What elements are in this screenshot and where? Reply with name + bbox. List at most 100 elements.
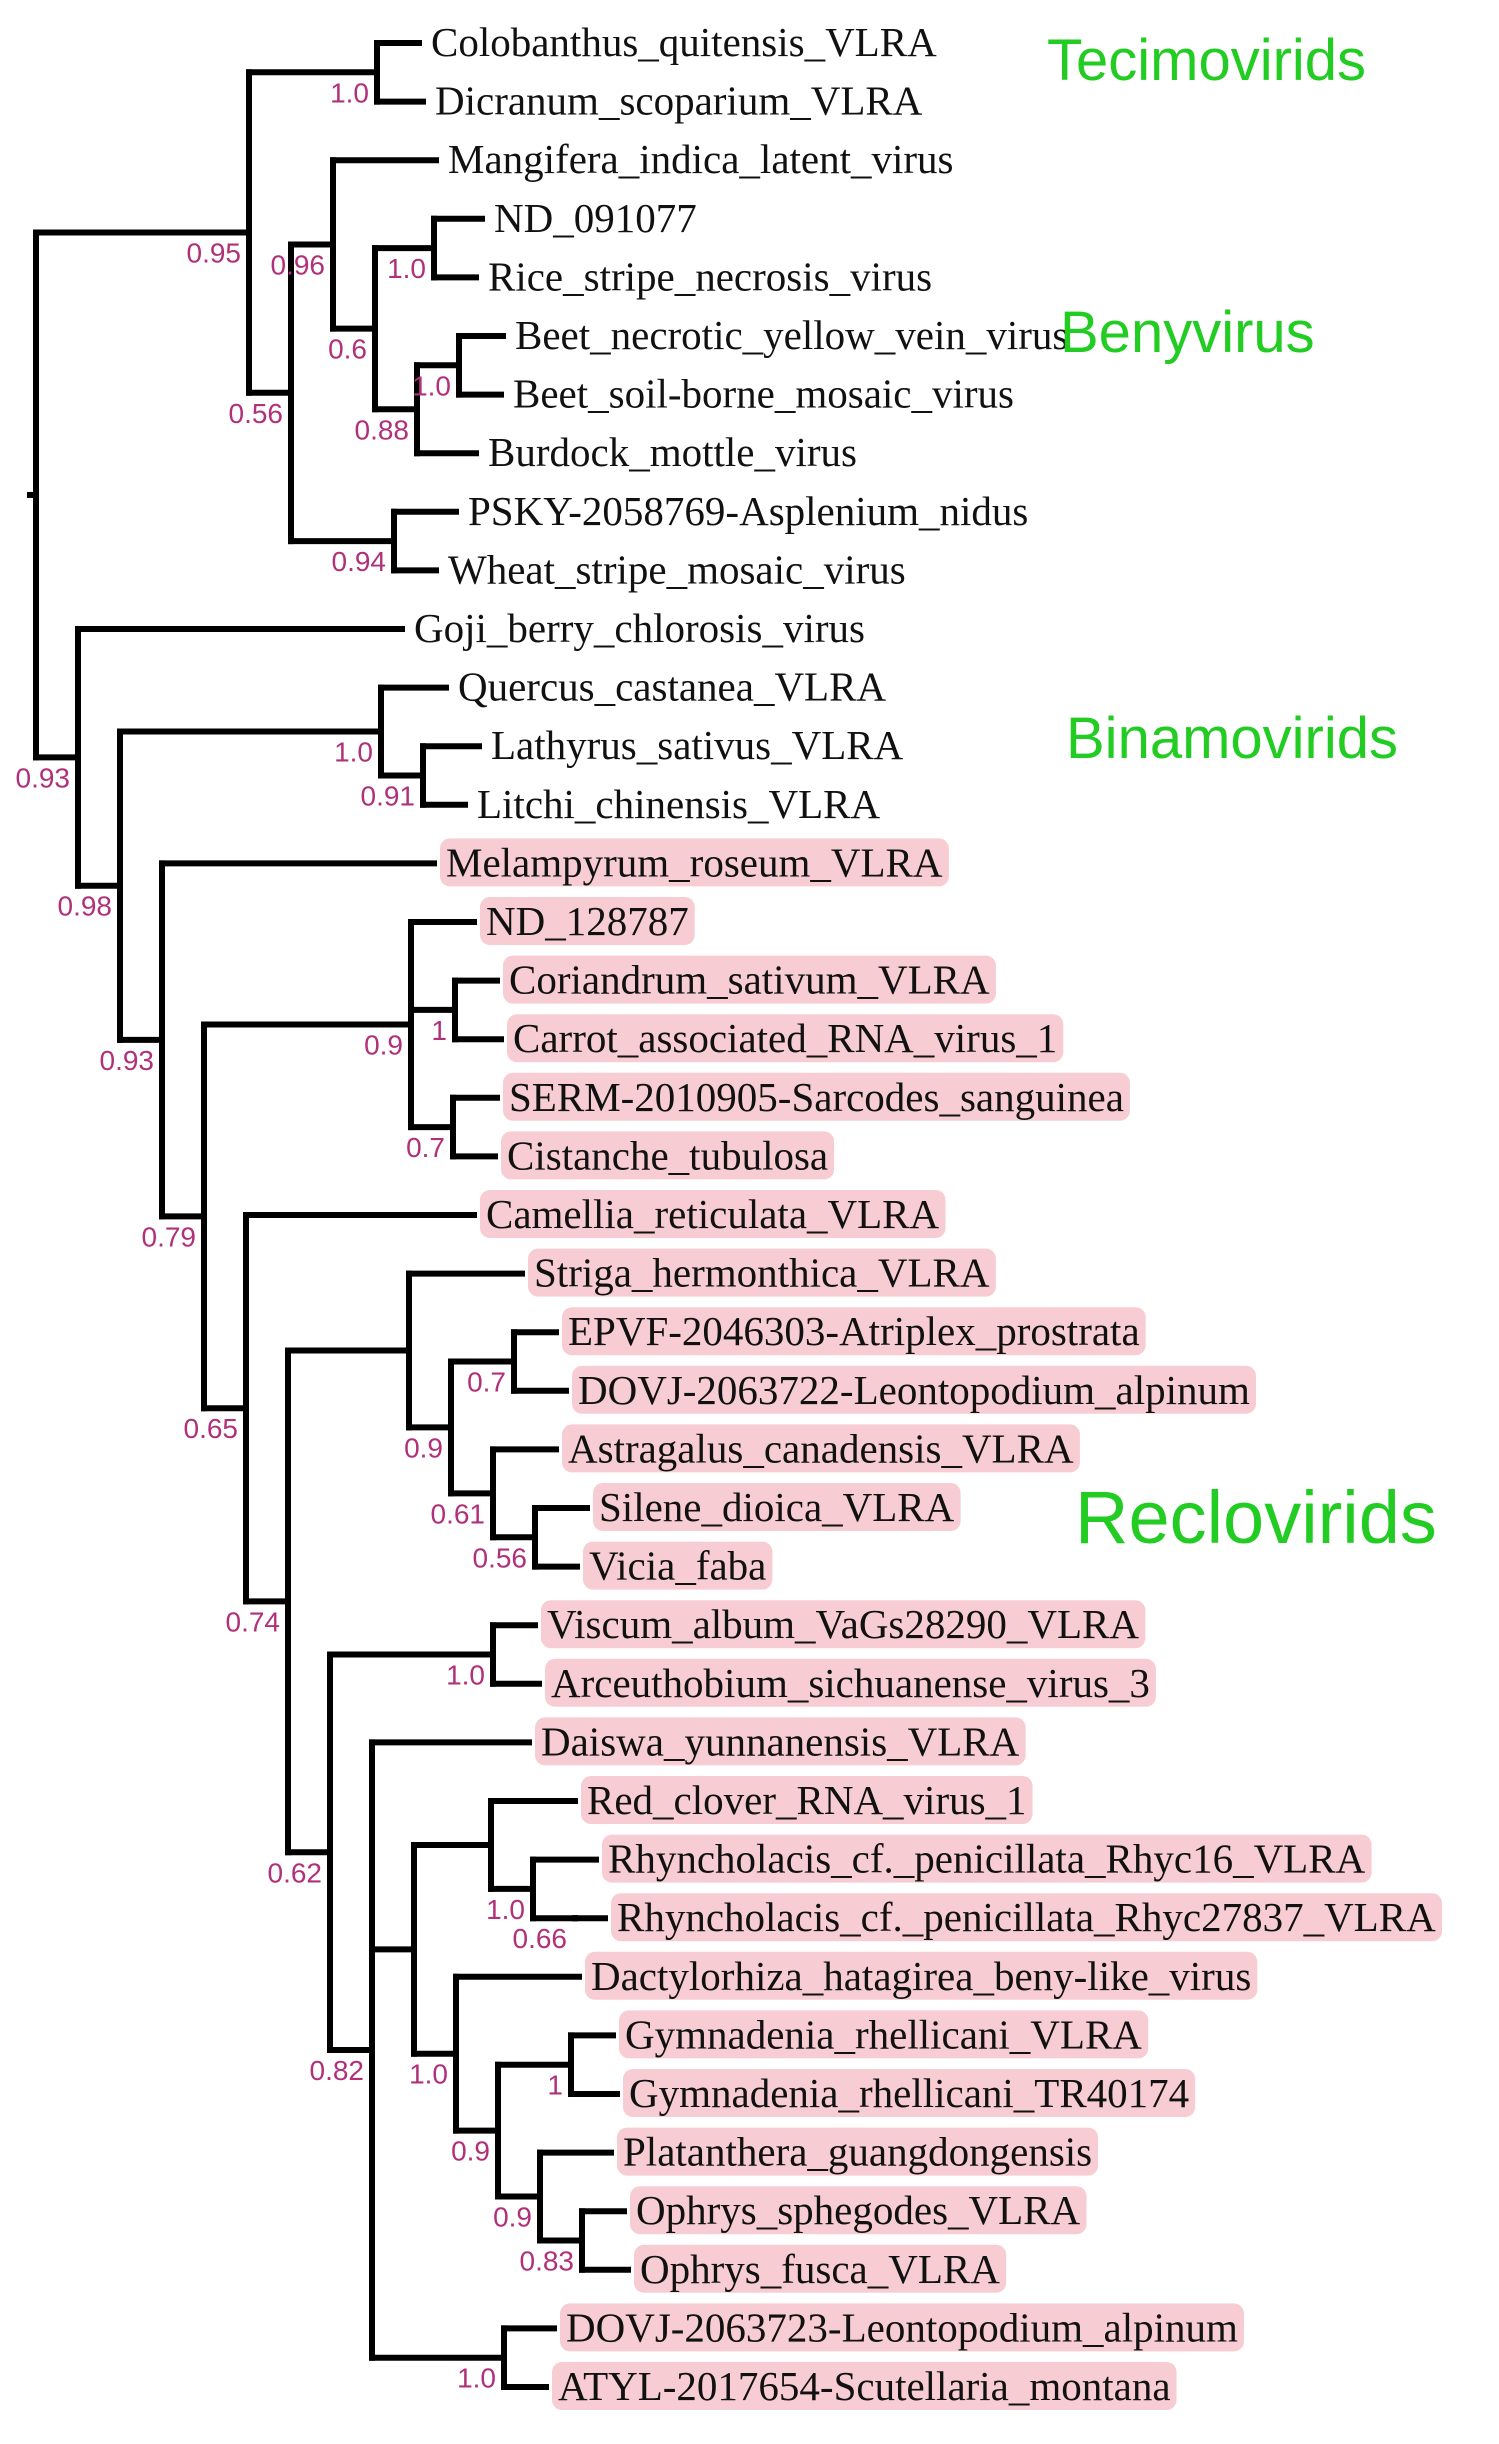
leaf-highlight (507, 1014, 1064, 1063)
leaf-highlight (583, 1541, 773, 1590)
leaf-label: Rhyncholacis_cf._penicillata_Rhyc27837_V… (617, 1894, 1436, 1940)
support-value: 1.0 (334, 737, 373, 768)
leaf-label: Daiswa_yunnanensis_VLRA (541, 1718, 1020, 1764)
leaf-highlight (480, 1190, 946, 1238)
leaf-label: DOVJ-2063722-Leontopodium_alpinum (578, 1367, 1250, 1413)
support-value: 0.9 (451, 2136, 490, 2167)
support-value: 0.9 (493, 2202, 532, 2233)
leaf-highlight (602, 1834, 1372, 1883)
group-label-reclovirids: Reclovirids (1075, 1476, 1437, 1559)
leaf-label: Dicranum_scoparium_VLRA (435, 78, 923, 124)
leaf-highlight (552, 2362, 1177, 2410)
leaf-label: Gymnadenia_rhellicani_TR40174 (629, 2070, 1189, 2116)
leaf-highlight (585, 1951, 1258, 2000)
support-value: 1.0 (457, 2363, 496, 2394)
leaf-label: Camellia_reticulata_VLRA (486, 1191, 940, 1237)
support-value: 1.0 (409, 2059, 448, 2090)
support-value: 1.0 (330, 77, 369, 108)
tree-branches (27, 40, 631, 2390)
group-label-tecimovirids: Tecimovirids (1047, 28, 1366, 93)
support-value: 1.0 (412, 370, 451, 401)
leaf-highlight (619, 2010, 1149, 2059)
leaf-highlight (545, 1658, 1156, 1707)
leaf-label: Arceuthobium_sichuanense_virus_3 (551, 1660, 1150, 1706)
leaf-highlight (541, 1600, 1146, 1649)
leaf-label: ATYL-2017654-Scutellaria_montana (558, 2363, 1171, 2409)
support-value: 0.93 (100, 1045, 155, 1076)
leaf-label: Beet_soil-borne_mosaic_virus (513, 371, 1014, 417)
leaf-highlight (535, 1717, 1026, 1766)
leaf-label: Coriandrum_sativum_VLRA (509, 957, 990, 1003)
support-value: 0.88 (355, 414, 410, 445)
leaf-label: Striga_hermonthica_VLRA (534, 1250, 990, 1296)
support-value: 0.56 (229, 398, 284, 429)
leaf-highlight (634, 2244, 1007, 2293)
support-value: 0.7 (406, 1132, 445, 1163)
leaf-label: Burdock_mottle_virus (488, 429, 857, 475)
support-value: 0.93 (16, 762, 71, 793)
leaf-highlight (630, 2186, 1087, 2235)
leaf-label: SERM-2010905-Sarcodes_sanguinea (509, 1074, 1124, 1120)
leaf-label: Carrot_associated_RNA_virus_1 (513, 1015, 1057, 1061)
leaf-highlight (611, 1893, 1443, 1942)
leaf-label: Beet_necrotic_yellow_vein_virus (515, 312, 1068, 358)
leaf-label: Silene_dioica_VLRA (599, 1484, 955, 1530)
support-value: 0.56 (473, 1542, 528, 1573)
leaf-label: Vicia_faba (589, 1543, 766, 1589)
leaf-highlight (480, 897, 695, 945)
support-value: 0.95 (187, 238, 242, 269)
leaf-label: PSKY-2058769-Asplenium_nidus (468, 488, 1028, 534)
support-value: 0.61 (431, 1498, 486, 1529)
leaf-label: Dactylorhiza_hatagirea_beny-like_virus (591, 1953, 1251, 1999)
leaf-label: ND_091077 (494, 195, 697, 241)
support-value: 1 (547, 2070, 563, 2101)
leaf-label: Viscum_album_VaGs28290_VLRA (547, 1601, 1139, 1647)
leaf-label: Quercus_castanea_VLRA (458, 664, 886, 710)
support-value: 0.7 (467, 1367, 506, 1398)
support-value: 0.98 (58, 891, 113, 922)
support-value: 0.6 (328, 334, 367, 365)
support-value: 0.74 (226, 1606, 281, 1637)
support-value: 0.96 (271, 249, 326, 280)
leaf-label: Colobanthus_quitensis_VLRA (431, 19, 937, 65)
support-value: 0.62 (268, 1857, 323, 1888)
leaf-highlight (572, 1365, 1256, 1414)
leaf-label: Litchi_chinensis_VLRA (477, 781, 881, 827)
leaf-label: Red_clover_RNA_virus_1 (587, 1777, 1027, 1823)
leaf-label: Astragalus_canadensis_VLRA (568, 1425, 1074, 1471)
support-value: 0.9 (404, 1432, 443, 1463)
support-value: 1.0 (446, 1660, 485, 1691)
support-value: 0.82 (310, 2055, 365, 2086)
leaf-highlight (581, 1776, 1033, 1824)
leaf-highlight (503, 955, 996, 1004)
leaf-highlight (501, 1131, 835, 1180)
leaf-label: Ophrys_sphegodes_VLRA (636, 2187, 1081, 2233)
leaf-highlight (593, 1483, 961, 1531)
support-value: 1.0 (387, 253, 426, 284)
group-label-binamovirids: Binamovirids (1066, 706, 1398, 771)
leaf-highlights (440, 838, 1443, 2410)
leaf-highlight (440, 838, 949, 887)
leaf-label: Melampyrum_roseum_VLRA (446, 839, 943, 885)
leaf-label: Rice_stripe_necrosis_virus (488, 253, 932, 299)
support-value: 1.0 (486, 1894, 525, 1925)
leaf-label: Ophrys_fusca_VLRA (640, 2246, 1000, 2292)
leaf-highlight (623, 2069, 1196, 2117)
leaf-label: Lathyrus_sativus_VLRA (491, 722, 904, 768)
leaf-label: Rhyncholacis_cf._penicillata_Rhyc16_VLRA (608, 1836, 1366, 1882)
leaf-label: EPVF-2046303-Atriplex_prostrata (568, 1308, 1140, 1354)
leaf-label: Gymnadenia_rhellicani_VLRA (625, 2011, 1142, 2057)
leaf-label: DOVJ-2063723-Leontopodium_alpinum (566, 2304, 1238, 2350)
support-value: 0.66 (513, 1923, 568, 1954)
leaf-label: Mangifera_indica_latent_virus (448, 136, 954, 182)
support-value: 0.79 (142, 1221, 197, 1252)
leaf-label: Wheat_stripe_mosaic_virus (448, 546, 906, 592)
group-labels: Tecimovirids Benyvirus Binamovirids Recl… (1047, 28, 1437, 1559)
leaf-highlight (562, 1307, 1146, 1356)
leaf-highlight (560, 2303, 1244, 2352)
leaf-highlight (503, 1072, 1130, 1121)
leaf-highlight (528, 1248, 996, 1297)
leaf-highlight (617, 2127, 1099, 2176)
leaf-label: Cistanche_tubulosa (507, 1132, 828, 1178)
support-value: 0.91 (361, 781, 416, 812)
